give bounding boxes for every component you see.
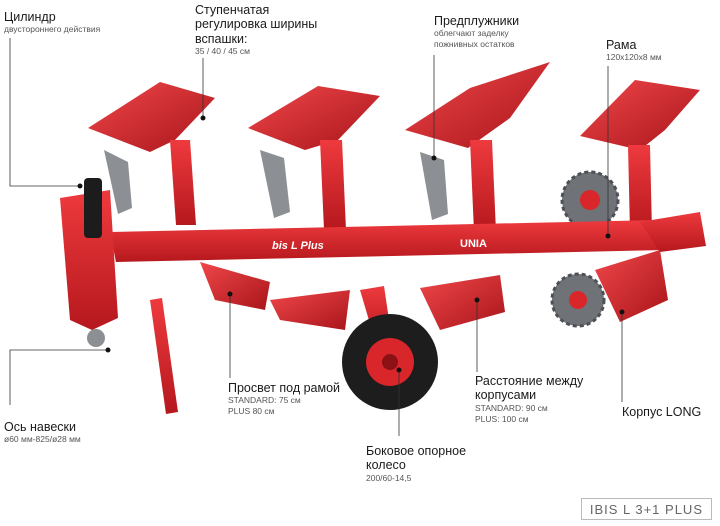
label-skimmers-sub-2: пожнивных остатков (434, 39, 515, 50)
label-skimmers-sub-1: облегчают заделку (434, 28, 509, 39)
label-support-wheel: Боковое опорное колесо 200/60-14,5 (366, 444, 466, 484)
label-width-title-1: Ступенчатая (195, 3, 270, 17)
frame-brand-text: bis L Plus (272, 240, 324, 252)
label-body-title: Корпус LONG (622, 405, 702, 419)
disc-coulters (550, 170, 620, 328)
label-clearance-sub-2: PLUS 80 см (228, 406, 275, 417)
label-clearance-title: Просвет под рамой (228, 381, 341, 395)
label-spacing-sub-1: STANDARD: 90 см (475, 402, 548, 413)
label-axle-title: Ось навески (4, 420, 76, 434)
leader-lines (9, 38, 625, 436)
plough-legs (170, 140, 652, 232)
label-skimmers: Предплужники облегчают заделку пожнивных… (434, 14, 519, 50)
upper-mouldboards (88, 62, 700, 152)
main-frame (110, 212, 706, 262)
support-wheel (342, 286, 438, 410)
label-cylinder: Цилиндр двустороннего действия (4, 10, 100, 35)
label-spacing-sub-2: PLUS: 100 см (475, 413, 529, 424)
lower-mouldboards (200, 250, 668, 330)
label-body-spacing: Расстояние между корпусами STANDARD: 90 … (475, 374, 583, 424)
label-wheel-title-2: колесо (366, 458, 406, 473)
label-width-adjustment: Ступенчатая регулировка ширины вспашки: … (195, 3, 317, 57)
label-width-sub: 35 / 40 / 45 см (195, 46, 250, 57)
label-hitch-axle: Ось навески ø60 мм-825/ø28 мм (4, 420, 81, 445)
maker-text: UNIA (460, 238, 487, 250)
model-badge: IBIS L 3+1 PLUS (580, 498, 712, 520)
skimmers (104, 150, 448, 220)
label-wheel-title-1: Боковое опорное (366, 444, 467, 458)
label-clearance-sub-1: STANDARD: 75 см (228, 395, 301, 406)
label-spacing-title-2: корпусами (475, 388, 537, 403)
label-axle-sub: ø60 мм-825/ø28 мм (4, 434, 81, 445)
label-cylinder-sub: двустороннего действия (4, 24, 101, 35)
label-frame-title: Рама (606, 38, 637, 52)
label-clearance: Просвет под рамой STANDARD: 75 см PLUS 8… (228, 381, 340, 417)
label-wheel-sub: 200/60-14,5 (366, 472, 412, 483)
label-body-long: Корпус LONG (622, 405, 701, 419)
label-spacing-title-1: Расстояние между (475, 374, 584, 388)
label-width-title-3: вспашки: (195, 31, 248, 46)
label-frame: Рама 120x120x8 мм (606, 38, 662, 63)
label-frame-sub: 120x120x8 мм (606, 52, 662, 63)
headstock (60, 178, 178, 414)
label-cylinder-title: Цилиндр (4, 10, 56, 24)
label-width-title-2: регулировка ширины (195, 17, 318, 32)
label-skimmers-title: Предплужники (434, 14, 520, 28)
